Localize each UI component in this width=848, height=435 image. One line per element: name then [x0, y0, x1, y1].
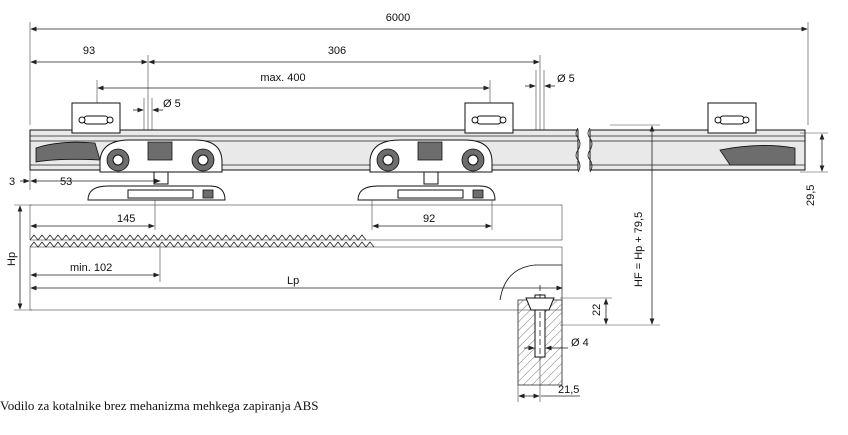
dim-hp: Hp: [6, 204, 32, 311]
dim-label-d4: Ø 4: [571, 337, 589, 349]
dim-label-93: 93: [83, 45, 95, 57]
dim-29-5: 29,5: [800, 132, 828, 206]
dim-label-hp: Hp: [6, 252, 18, 266]
dim-max-400: max. 400: [96, 72, 491, 120]
dim-label-3: 3: [9, 176, 15, 188]
dim-label-max-400: max. 400: [260, 72, 305, 84]
dim-label-lp: Lp: [287, 275, 299, 287]
dim-min-102: min. 102: [30, 245, 161, 282]
bracket-left: [71, 102, 121, 134]
dim-lp: Lp: [30, 275, 563, 291]
dim-21-5: 21,5: [517, 360, 580, 402]
dim-label-min-102: min. 102: [70, 262, 112, 274]
section-detail: [499, 264, 563, 386]
dim-total-length: 6000: [29, 12, 809, 125]
bracket-middle: [464, 102, 514, 134]
dim-label-22: 22: [591, 304, 603, 316]
dim-label-92: 92: [423, 213, 435, 225]
dim-label-306: 306: [328, 45, 346, 57]
dim-label-145: 145: [117, 213, 135, 225]
dim-label-hole-left: Ø 5: [163, 98, 181, 110]
dim-22: 22: [560, 297, 612, 325]
dim-label-29-5: 29,5: [805, 185, 817, 206]
dim-hole-right: Ø 5: [525, 70, 575, 135]
dim-hole-left: Ø 5: [133, 98, 181, 135]
dim-offset-spacing: 93 306: [30, 45, 541, 140]
dim-label-hole-right: Ø 5: [557, 73, 575, 85]
figure-caption: Vodilo za kotalnike brez mehanizma mehke…: [0, 398, 319, 413]
roller-carriage-right: [357, 139, 496, 201]
dim-label-21-5: 21,5: [558, 384, 579, 396]
dim-145-92: 145 92: [30, 200, 493, 230]
dim-label-6000: 6000: [386, 12, 410, 24]
roller-carriage-left: [87, 139, 226, 201]
bracket-right: [707, 102, 757, 134]
dim-3-53: 3 53: [9, 170, 161, 190]
door-panel: [29, 204, 563, 311]
dim-hf: HF = Hp + 79,5: [560, 124, 660, 326]
dim-label-hf: HF = Hp + 79,5: [633, 212, 645, 287]
dim-label-53: 53: [60, 176, 72, 188]
dim-pin-d4: Ø 4: [524, 337, 589, 351]
